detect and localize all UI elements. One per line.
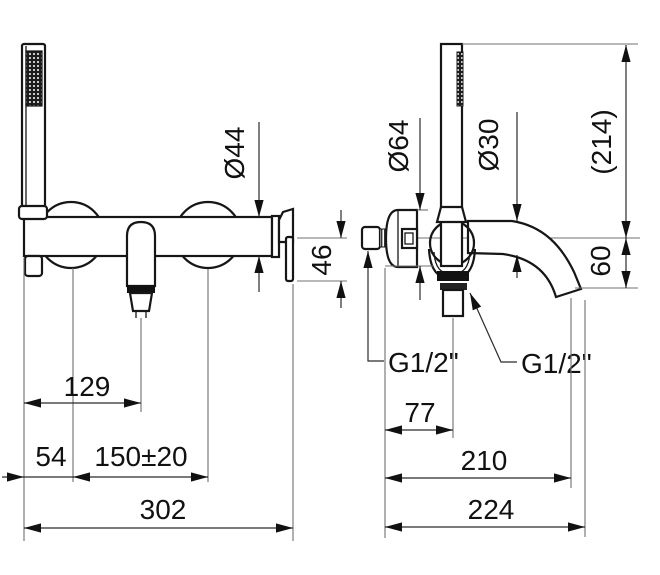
hose-nut-band [437,271,469,281]
handshower-flare [435,205,468,224]
inlet-knob [360,225,382,251]
handshower-side [435,42,468,268]
dim-shower-diameter: Ø44 [219,127,250,180]
dim-spout-drop: 60 [585,245,616,276]
spout-aerator-band [127,285,155,293]
hose-nipple [441,288,465,318]
lever-handle-front [270,207,295,283]
dim-handle-plate-height: 46 [306,244,337,275]
dim-overall-depth: 224 [468,494,515,525]
dim-spout-offset: 129 [64,371,111,402]
handshower-spray-face [25,50,43,107]
dim-overall-width: 302 [140,494,187,525]
dim-flange-diameter: Ø64 [383,120,414,173]
handle-end-plate [284,235,295,283]
dim-hose-offset: 77 [404,397,435,428]
side-view [360,42,640,318]
hose-connector-side [427,248,477,318]
diverter-square [400,227,419,250]
spout-body [125,220,157,288]
hose-elbow-front [23,254,44,278]
wall-flange-assembly [360,208,419,269]
spout-tip [128,291,154,313]
handshower-front [20,42,47,212]
front-dimensions: Ø44 46 129 54 150±20 302 [2,122,347,541]
label-inlet-thread: G1/2" [388,347,459,378]
dim-spout-tube-diameter: Ø30 [473,119,504,172]
shower-holder-cup [17,204,49,221]
dim-connection-spacing: 150±20 [94,441,187,472]
dim-spout-reach: 210 [461,445,508,476]
spout-front [125,220,157,318]
front-view [17,42,295,318]
dim-holder-offset: 54 [35,441,66,472]
side-dimensions: Ø64 Ø30 (214) 60 G1/2" G1/2" 77 210 [363,43,638,538]
handshower-spray-strip [456,51,464,107]
spout-side [466,219,583,299]
label-hose-thread: G1/2" [521,348,592,379]
diverter-square-inner [404,232,414,245]
dim-height-ref: (214) [586,109,617,174]
hose-knurl-band [440,283,467,290]
